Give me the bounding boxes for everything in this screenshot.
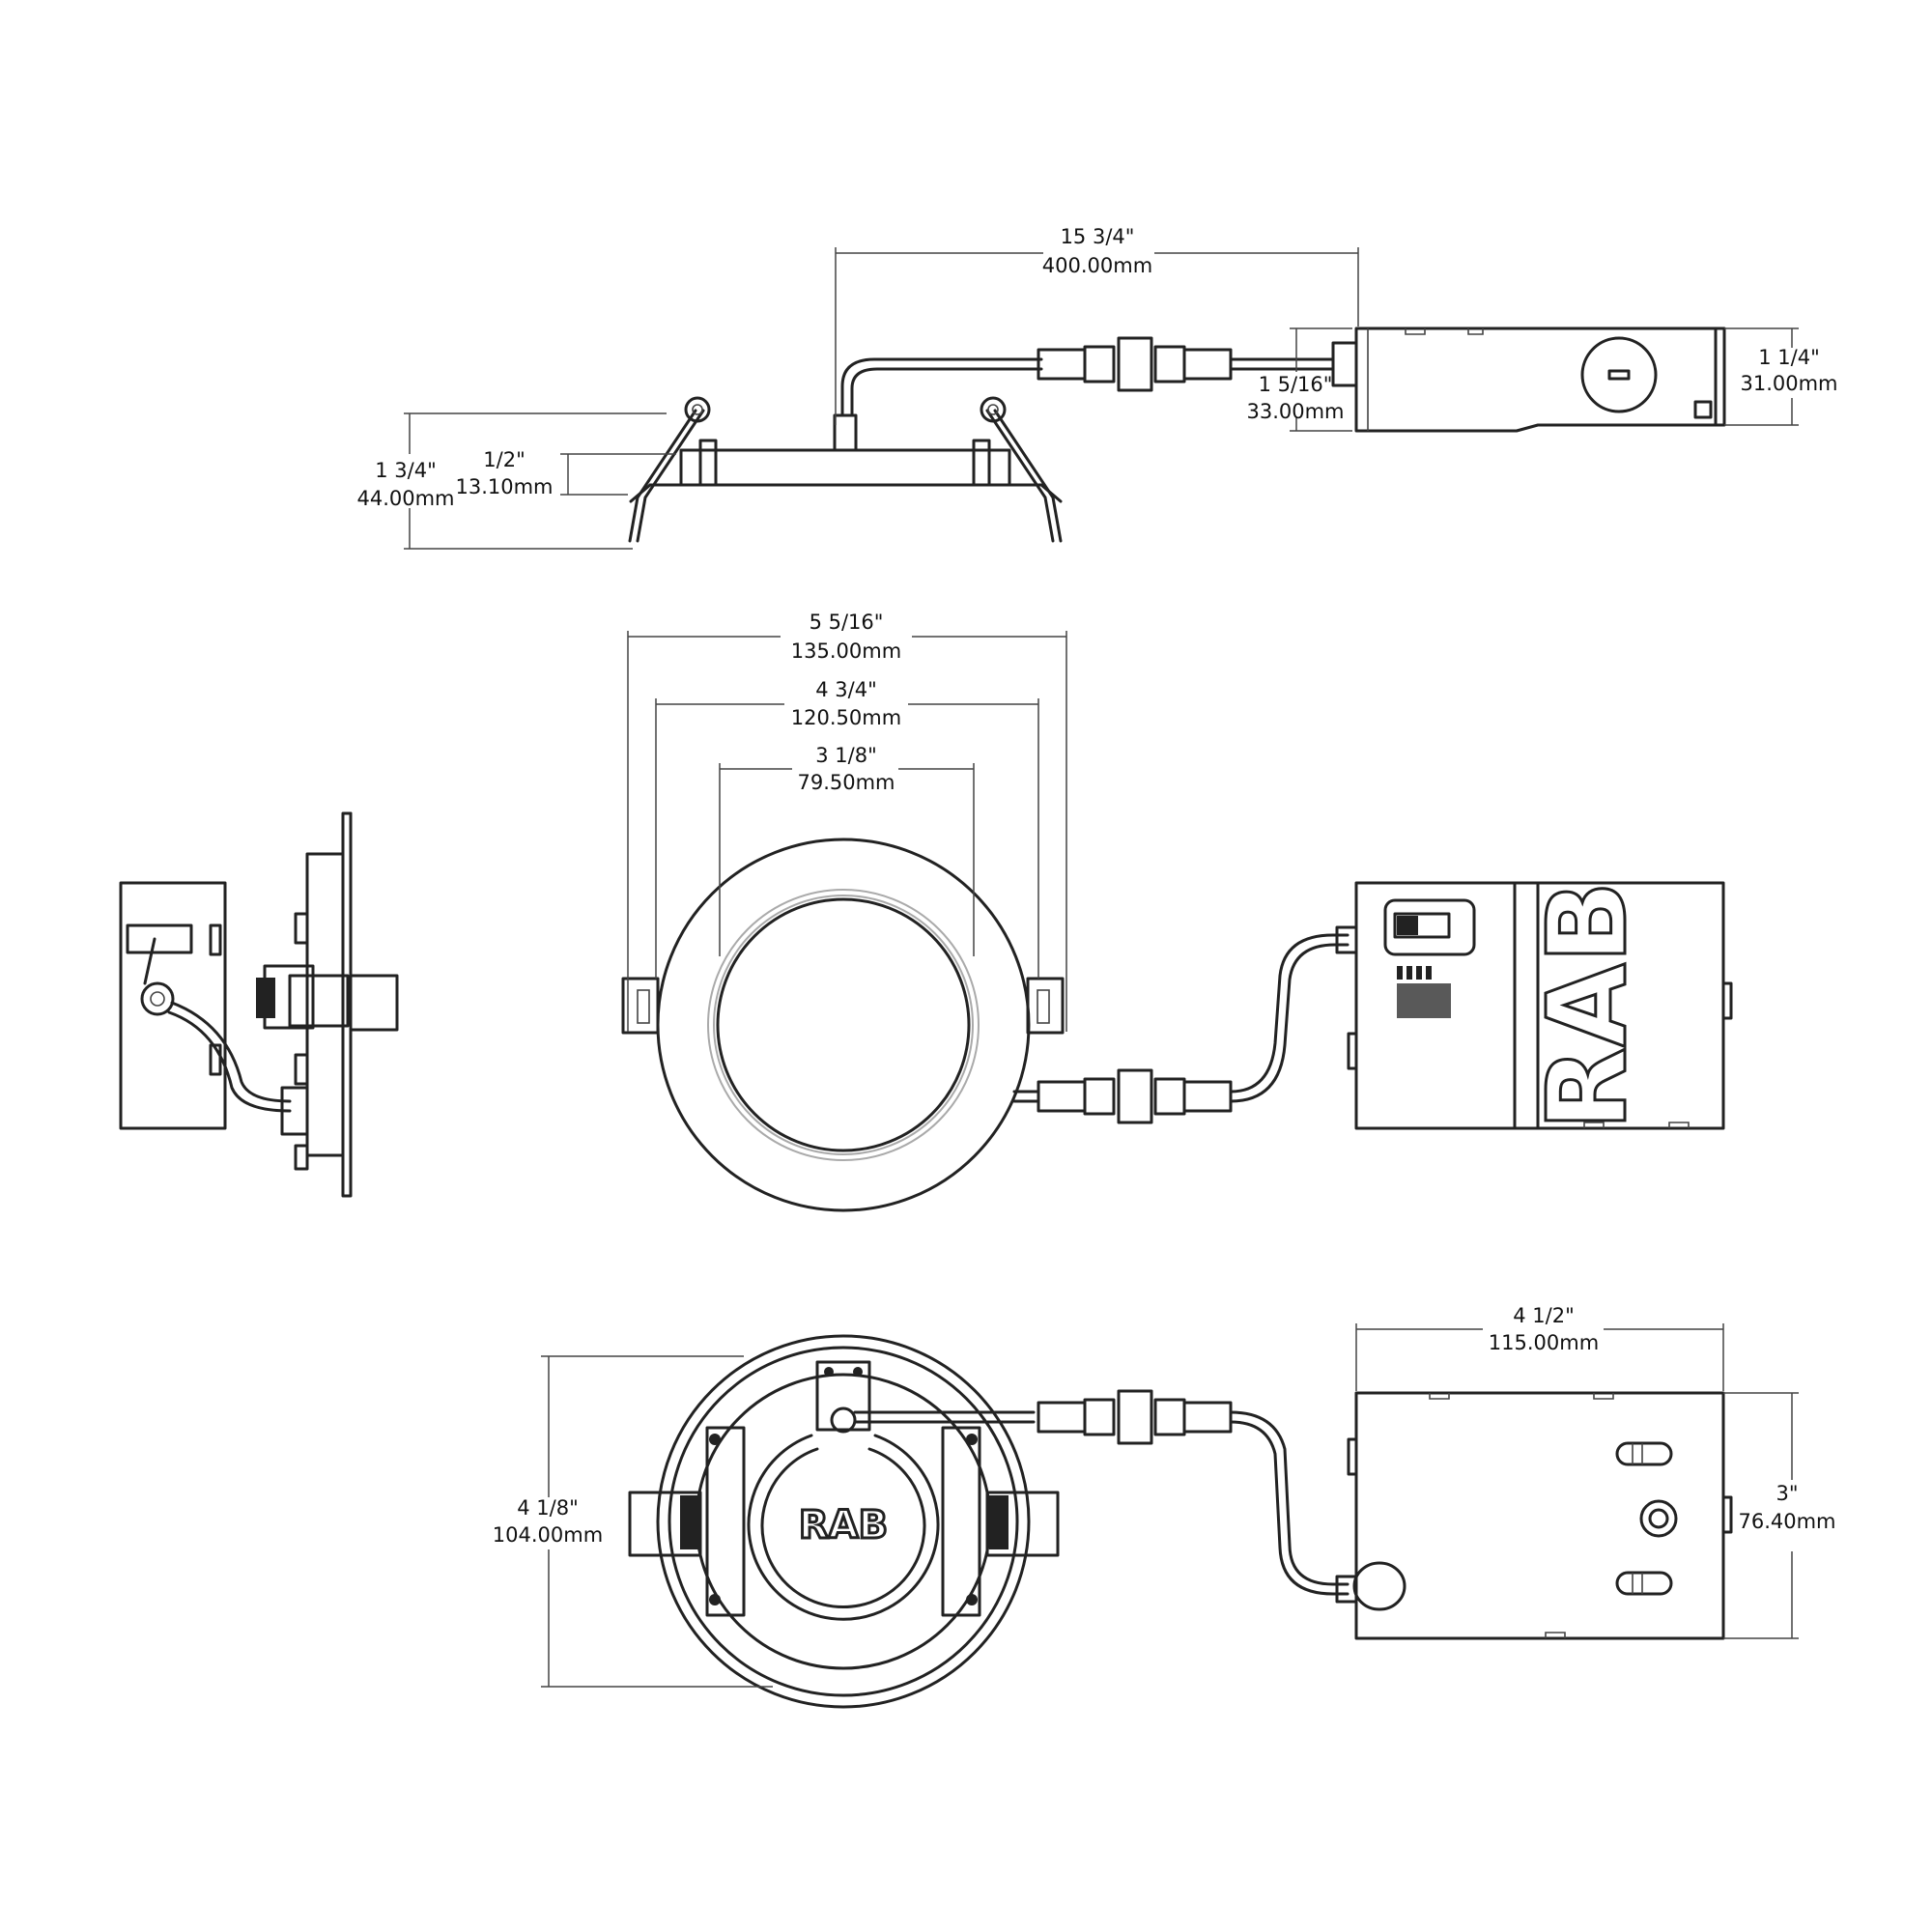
- end-view: [119, 811, 399, 1198]
- dim-back-height-mm: 104.00mm: [493, 1523, 603, 1547]
- dim-side-height-in: 1 3/4": [375, 459, 437, 482]
- dim-box-width-mm: 76.40mm: [1738, 1510, 1835, 1533]
- dim-aperture-diameter-in: 3 1/8": [815, 744, 877, 767]
- dim-cutout-diameter-in: 4 3/4": [815, 678, 877, 701]
- dim-cutout-diameter-mm: 120.50mm: [791, 706, 901, 729]
- rab-logo-box: RAB: [1525, 881, 1651, 1130]
- dim-side-height-mm: 44.00mm: [356, 487, 454, 510]
- dip-label-block: [1397, 966, 1451, 1018]
- dim-box-length-mm: 115.00mm: [1489, 1331, 1599, 1354]
- dim-overall-length-in: 15 3/4": [1061, 225, 1135, 248]
- back-view: RAB 4 1/8" 104.00mm: [493, 1304, 1836, 1709]
- dim-trim-diameter-in: 5 5/16": [810, 611, 884, 634]
- dim-overall-length-mm: 400.00mm: [1042, 254, 1152, 277]
- dim-trim-diameter-mm: 135.00mm: [791, 639, 901, 663]
- dim-connector-height-in: 1 5/16": [1259, 373, 1333, 396]
- side-elevation-view: 15 3/4" 400.00mm 1 3/4" 44.00mm 1/2" 13.…: [356, 225, 1838, 550]
- dim-trim-height-in: 1/2": [483, 448, 525, 471]
- front-view: RAB 5 5/16" 135.00mm 4 3/4" 120.50mm 3 1…: [621, 611, 1733, 1212]
- dim-connector-height-mm: 33.00mm: [1246, 400, 1344, 423]
- dim-back-height-in: 4 1/8": [517, 1496, 579, 1520]
- dim-box-width-in: 3": [1776, 1482, 1798, 1505]
- dim-box-height-in: 1 1/4": [1758, 346, 1820, 369]
- dim-trim-height-mm: 13.10mm: [455, 475, 553, 498]
- dim-box-length-in: 4 1/2": [1513, 1304, 1575, 1327]
- dim-box-height-mm: 31.00mm: [1740, 372, 1837, 395]
- dim-aperture-diameter-mm: 79.50mm: [797, 771, 895, 794]
- rab-logo-back: RAB: [799, 1503, 888, 1548]
